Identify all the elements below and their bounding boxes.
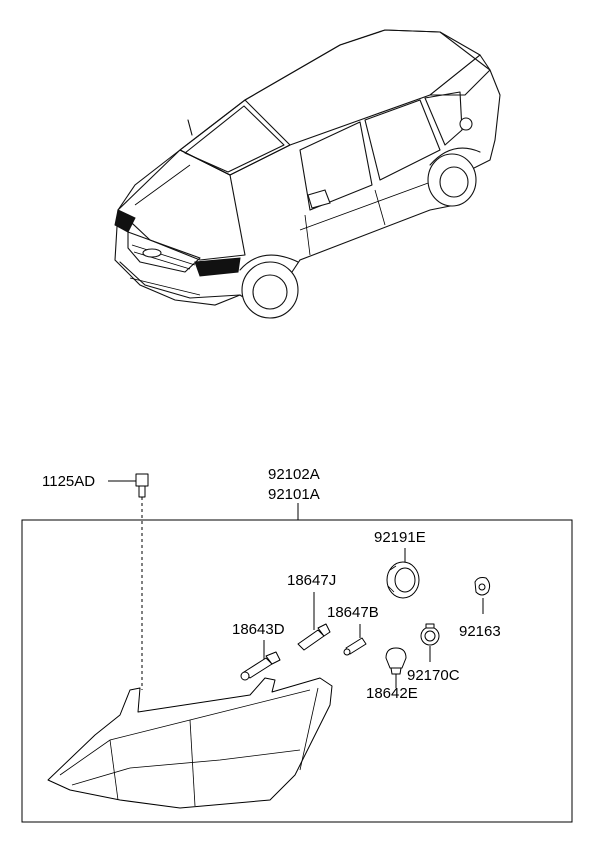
socket-icon: [420, 623, 440, 646]
label-1125AD: 1125AD: [42, 473, 95, 490]
parts-frame: [21, 519, 573, 823]
bolt-icon: [135, 473, 149, 498]
label-92163: 92163: [459, 623, 501, 640]
label-18647B: 18647B: [327, 604, 379, 621]
label-92101A: 92101A: [268, 486, 320, 503]
label-18647J: 18647J: [287, 572, 336, 589]
label-18642E: 18642E: [366, 685, 418, 702]
label-18643D: 18643D: [232, 621, 285, 638]
sedan-vehicle-illustration: [114, 29, 501, 319]
bulb-icon: [343, 637, 367, 656]
label-92102A: 92102A: [268, 466, 320, 483]
label-92191E: 92191E: [374, 529, 426, 546]
bulb-icon: [385, 647, 407, 675]
label-92170C: 92170C: [407, 667, 460, 684]
socket-icon: [474, 577, 491, 596]
bulb-icon: [297, 623, 331, 651]
bulb-icon: [240, 651, 281, 681]
socket-icon: [386, 561, 420, 599]
headlamp-assembly: [47, 677, 333, 809]
